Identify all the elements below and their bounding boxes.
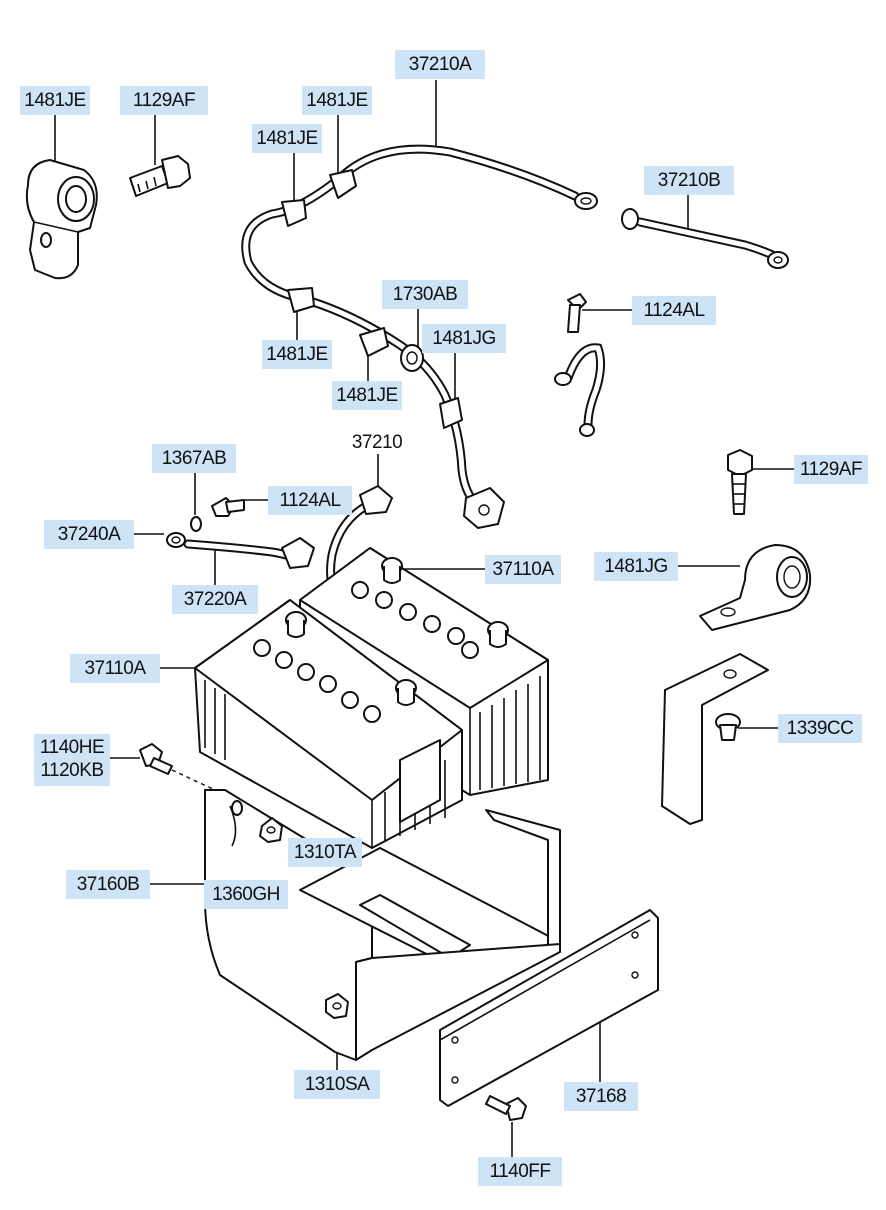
callout-1481je: 1481JE [332, 381, 402, 410]
callout-37110a: 37110A [485, 555, 561, 584]
callout-1140he-1120kb: 1140HE 1120KB [34, 734, 110, 786]
callout-1129af: 1129AF [794, 455, 868, 484]
callout-37160b: 37160B [66, 870, 150, 899]
callout-1367ab: 1367AB [152, 444, 236, 473]
callout-1481jg: 1481JG [594, 552, 678, 581]
bolt-1140he [139, 743, 216, 791]
tray-support-bar-37168 [439, 909, 659, 1107]
callout-1481je: 1481JE [262, 340, 332, 369]
callout-1129af: 1129AF [120, 86, 208, 115]
washer-and-bolt-1367ab [190, 497, 245, 532]
callout-1481je: 1481JE [252, 124, 322, 153]
callout-37240a: 37240A [44, 520, 134, 549]
cable-clamp-bracket-1481je [25, 159, 98, 280]
callout-37220a: 37220A [172, 585, 258, 614]
hold-down-bracket [661, 653, 769, 825]
callout-1310ta: 1310TA [288, 838, 362, 867]
bolt-1140ff [485, 1095, 527, 1121]
callout-1730ab: 1730AB [382, 280, 468, 309]
nut-1339cc [715, 713, 741, 741]
cable-37210b [621, 208, 789, 269]
cable-clamp-bracket-1481jg [699, 544, 812, 631]
callout-1360gh: 1360GH [204, 880, 288, 909]
callout-1140ff: 1140FF [478, 1157, 562, 1186]
cable-37210a [241, 144, 598, 529]
callout-37168: 37168 [564, 1082, 638, 1111]
callout-1310sa: 1310SA [294, 1070, 380, 1099]
callout-1481je: 1481JE [20, 86, 90, 115]
callout-37210b: 37210B [644, 166, 734, 195]
callout-37210: 37210 [351, 432, 403, 453]
callout-1140he: 1140HE [39, 737, 105, 758]
callout-1481jg: 1481JG [422, 324, 506, 353]
bolt-1129af-top [129, 155, 191, 197]
callout-1120kb: 1120KB [40, 760, 104, 781]
callout-37110a: 37110A [70, 654, 160, 683]
callout-1481je: 1481JE [302, 86, 372, 115]
callout-1339cc: 1339CC [778, 714, 862, 743]
bolt-1129af-right [727, 449, 753, 515]
battery-37110a-rear [299, 547, 549, 796]
battery-37110a-front [194, 599, 463, 849]
callout-37210a: 37210A [395, 50, 485, 79]
nut-1310sa [325, 993, 349, 1019]
nut-1310ta [259, 817, 283, 843]
ground-cable-37220a [166, 532, 315, 569]
callout-1124al: 1124AL [632, 296, 716, 325]
callout-1124al: 1124AL [268, 486, 352, 515]
ground-cable-1124al [554, 293, 606, 437]
